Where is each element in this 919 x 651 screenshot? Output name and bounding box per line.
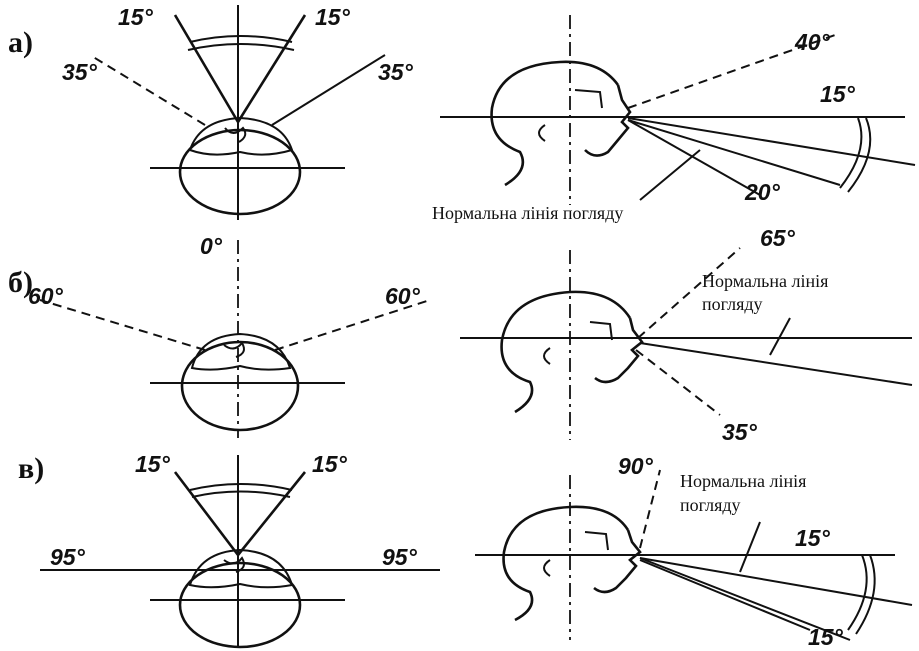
angle-label-95-left: 95° — [50, 544, 86, 570]
angle-label-35-left: 35° — [62, 59, 98, 85]
angle-label-0: 0° — [200, 233, 223, 259]
head-outline — [178, 128, 302, 216]
face-profile — [594, 317, 644, 384]
nose-mark — [223, 341, 245, 358]
angle-label-15: 15° — [820, 81, 856, 107]
normal-line-note-line1: Нормальна лінія — [702, 271, 828, 291]
face-features — [188, 548, 294, 589]
panel-b-side-view: 65° 35° Нормальна лінія погляду — [460, 225, 913, 445]
dash-line-35 — [635, 349, 721, 416]
cone-line-right — [236, 471, 307, 556]
normal-line-note: Нормальна лінія погляду — [432, 203, 623, 223]
note-pointer — [639, 149, 701, 201]
hair-detail — [584, 531, 609, 551]
face-profile — [593, 529, 642, 594]
angle-label-15-left: 15° — [118, 4, 154, 30]
line-15-lower — [627, 117, 916, 166]
panel-c-label: в) — [18, 452, 44, 485]
cone-arc-inner — [191, 490, 291, 498]
head-back — [490, 60, 620, 187]
note-pointer — [769, 317, 791, 356]
face-profile — [584, 84, 632, 157]
head-back — [502, 505, 630, 622]
line-15-low — [639, 559, 811, 631]
face-features — [188, 116, 294, 156]
ear-outline — [543, 559, 551, 577]
panel-a-side-view: 40° 15° 20° Нормальна лінія погляду — [432, 15, 916, 223]
angle-label-15-right: 15° — [312, 451, 348, 477]
head-back — [500, 290, 632, 414]
cone-arc-inner — [187, 43, 295, 51]
angle-label-35-right: 35° — [378, 59, 414, 85]
head-outline — [178, 561, 302, 649]
dash-line-90 — [639, 469, 661, 549]
arc-outer — [847, 554, 868, 631]
dash-line-65 — [637, 247, 741, 339]
normal-line — [639, 557, 913, 606]
arc-outer-2 — [855, 554, 876, 635]
normal-line-note-line2: погляду — [702, 294, 763, 314]
panel-a: а) 15° 15° 35° 35° — [8, 4, 916, 223]
cone-arc — [189, 35, 293, 43]
face-features — [190, 332, 292, 371]
dash-line-40 — [627, 34, 836, 109]
hair-detail — [589, 321, 613, 341]
arc-outer — [839, 117, 863, 189]
panel-a-label: а) — [8, 26, 33, 59]
ear-outline — [543, 347, 551, 365]
line-20 — [627, 119, 841, 186]
angle-label-60-left: 60° — [28, 283, 64, 309]
panel-b-label: б) — [8, 266, 33, 299]
angle-label-90: 90° — [618, 453, 654, 479]
note-pointer — [739, 521, 761, 573]
cone-line-right — [236, 14, 307, 123]
panel-c-side-view: 90° 15° 15° Нормальна лінія погляду — [475, 453, 913, 650]
dash-line-right — [274, 299, 431, 351]
panel-c: в) 15° 15° 95° 95° — [18, 451, 913, 650]
angle-label-15-down: 15° — [808, 624, 844, 650]
line-20-low — [627, 119, 761, 196]
hair-detail — [574, 89, 603, 109]
panel-c-front-view: 15° 15° 95° 95° — [40, 451, 440, 649]
angle-label-20: 20° — [744, 179, 781, 205]
panel-b-front-view: 0° 60° 60° — [28, 233, 431, 438]
angle-label-40: 40° — [794, 29, 831, 55]
angle-label-35: 35° — [722, 419, 758, 445]
normal-line-note-line1: Нормальна лінія — [680, 471, 806, 491]
dash-line-left — [89, 54, 206, 126]
normal-line-note-line2: погляду — [680, 495, 741, 515]
angle-label-95-right: 95° — [382, 544, 418, 570]
solid-line-right — [271, 54, 386, 126]
panel-a-front-view: 15° 15° 35° 35° — [62, 4, 414, 220]
angle-label-15-right: 15° — [795, 525, 831, 551]
cone-arc — [189, 483, 293, 491]
ear-outline — [538, 124, 546, 142]
dash-line-left — [39, 299, 206, 351]
nose-mark — [224, 126, 247, 143]
angle-label-15-right: 15° — [315, 4, 351, 30]
angle-label-60-right: 60° — [385, 283, 421, 309]
angle-label-15-left: 15° — [135, 451, 171, 477]
angle-label-65: 65° — [760, 225, 796, 251]
normal-line — [639, 342, 913, 386]
cone-line-left — [173, 471, 240, 556]
arc-outer-2 — [847, 117, 872, 193]
panel-b: б) 0° 60° 60° 65° 35° Нормал — [8, 225, 913, 445]
head-outline — [180, 340, 300, 432]
line-15-down — [639, 557, 851, 641]
cone-line-left — [173, 14, 240, 123]
